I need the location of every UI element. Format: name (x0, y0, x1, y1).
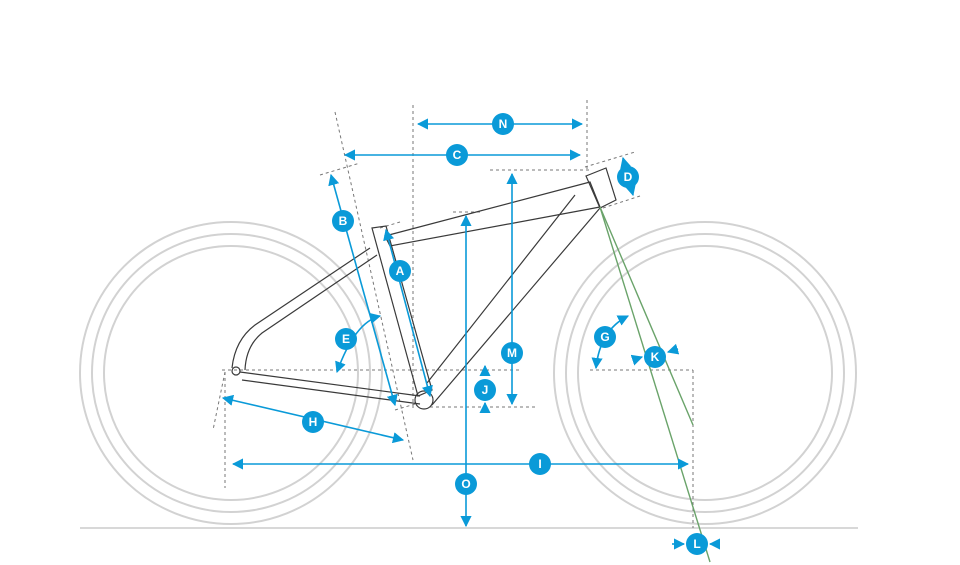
label-d: D (617, 166, 639, 188)
label-o: O (455, 473, 477, 495)
svg-text:B: B (339, 214, 348, 228)
label-k: K (644, 346, 666, 368)
label-a: A (389, 260, 411, 282)
svg-text:A: A (396, 264, 405, 278)
svg-text:I: I (538, 457, 541, 471)
label-j: J (474, 379, 496, 401)
label-m: M (501, 342, 523, 364)
label-g: G (594, 326, 616, 348)
label-h: H (302, 411, 324, 433)
front-wheel (553, 221, 857, 525)
label-n: N (492, 113, 514, 135)
svg-text:M: M (507, 346, 517, 360)
label-b: B (332, 210, 354, 232)
svg-text:H: H (309, 415, 318, 429)
label-e: E (335, 328, 357, 350)
svg-text:L: L (693, 537, 700, 551)
svg-text:N: N (499, 117, 508, 131)
label-i: I (529, 453, 551, 475)
svg-text:J: J (482, 383, 489, 397)
label-c: C (446, 144, 468, 166)
fork-lines (599, 206, 711, 563)
rear-wheel (79, 221, 383, 525)
label-l: L (686, 533, 708, 555)
svg-text:G: G (600, 330, 609, 344)
svg-text:D: D (624, 170, 633, 184)
svg-text:E: E (342, 332, 350, 346)
svg-text:O: O (461, 477, 470, 491)
svg-text:K: K (651, 350, 660, 364)
svg-text:C: C (453, 148, 462, 162)
